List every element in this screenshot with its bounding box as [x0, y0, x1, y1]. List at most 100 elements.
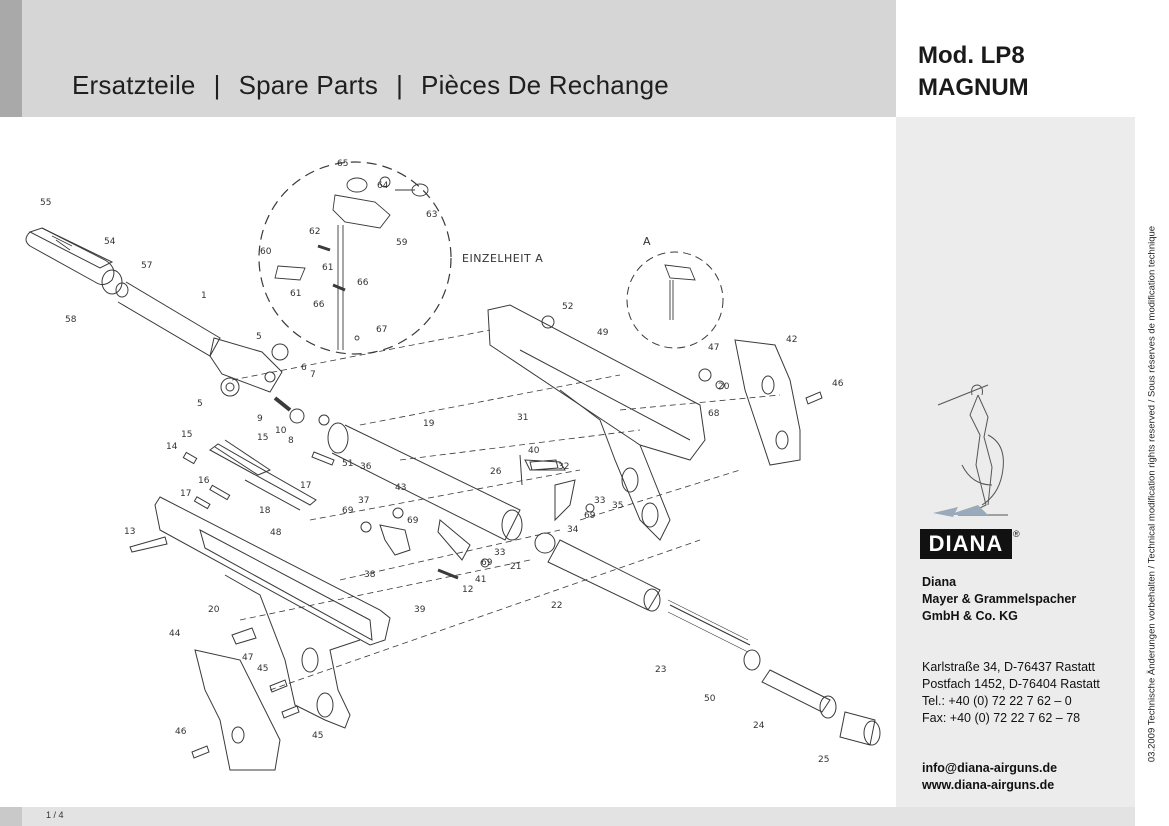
part-label: 37: [358, 496, 369, 506]
trigger-parts: [379, 454, 576, 580]
part-label: 20: [718, 382, 730, 392]
part-label: 69: [481, 558, 493, 568]
part-label: 8: [288, 436, 294, 446]
part-label: 65: [337, 159, 348, 169]
page-title: Ersatzteile|Spare Parts|Pièces De Rechan…: [72, 70, 669, 101]
part-label: 18: [259, 506, 271, 516]
header-accent: [0, 0, 22, 117]
part-label: 14: [166, 442, 178, 452]
part-label: 59: [396, 238, 408, 248]
page-number: 1 / 4: [46, 810, 64, 820]
detail-marker: A: [643, 235, 651, 248]
part-label: 46: [175, 727, 187, 737]
part-label: 36: [360, 462, 372, 472]
contact-email[interactable]: info@diana-airguns.de: [922, 761, 1058, 775]
title-french: Pièces De Rechange: [421, 70, 669, 100]
part-label: 25: [818, 755, 829, 765]
company-block: Diana Mayer & Grammelspacher GmbH & Co. …: [922, 574, 1076, 625]
part-label: 6: [301, 363, 307, 373]
technical-note: 03.2009 Technische Änderungen vorbehalte…: [1146, 225, 1158, 763]
diana-logo: DIANA ®: [920, 529, 1020, 559]
part-label: 69: [342, 506, 354, 516]
part-label: 61: [322, 263, 333, 273]
address-block: Karlstraße 34, D-76437 Rastatt Postfach …: [922, 659, 1100, 727]
left-linkage: [182, 439, 317, 511]
small-parts: [191, 315, 823, 759]
logo-registered: ®: [1013, 529, 1020, 539]
part-label: 58: [65, 315, 77, 325]
part-label: 42: [786, 335, 797, 345]
part-label: 63: [426, 210, 437, 220]
title-separator: |: [396, 70, 404, 100]
part-label: 10: [275, 426, 287, 436]
part-label: 52: [562, 302, 573, 312]
main-tube: [327, 422, 556, 554]
part-label: 62: [309, 227, 320, 237]
company-legal-name: Mayer & Grammelspacher: [922, 592, 1077, 606]
part-label: 13: [124, 527, 135, 537]
left-frame: [129, 496, 391, 771]
part-label: 40: [528, 446, 540, 456]
address-postbox: Postfach 1452, D-76404 Rastatt: [922, 677, 1100, 691]
title-english: Spare Parts: [238, 70, 379, 100]
part-label: 33: [494, 548, 505, 558]
part-label: 45: [257, 664, 268, 674]
header-band: [0, 0, 896, 117]
title-german: Ersatzteile: [72, 70, 196, 100]
part-label: 32: [558, 462, 569, 472]
part-labels: 55 54 57 58 1 5 5 6 7 9 10 8 15 14 15 16…: [40, 159, 844, 765]
part-label: 17: [180, 489, 191, 499]
part-label: 57: [141, 261, 152, 271]
part-label: 38: [364, 570, 376, 580]
part-label: 7: [310, 370, 316, 380]
piston-spring: [547, 539, 881, 746]
part-label: 15: [181, 430, 192, 440]
part-label: 45: [312, 731, 323, 741]
part-label: 21: [510, 562, 521, 572]
footer-band: [22, 807, 1135, 826]
part-label: 35: [612, 501, 623, 511]
part-label: 15: [257, 433, 268, 443]
part-label: 66: [357, 278, 369, 288]
part-label: 9: [257, 414, 263, 424]
part-label: 44: [169, 629, 181, 639]
part-label: 50: [704, 694, 716, 704]
part-label: 20: [208, 605, 220, 615]
footer-accent: [0, 807, 22, 826]
contact-website[interactable]: www.diana-airguns.de: [922, 778, 1055, 792]
contact-block: info@diana-airguns.de www.diana-airguns.…: [922, 760, 1057, 794]
part-label: 69: [407, 516, 419, 526]
right-frame: [487, 304, 801, 541]
part-label: 47: [242, 653, 253, 663]
part-label: 55: [40, 198, 51, 208]
part-label: 17: [300, 481, 311, 491]
detail-a-parts: [274, 176, 696, 350]
part-label: 66: [313, 300, 325, 310]
part-label: 51: [342, 459, 353, 469]
company-name: Diana: [922, 575, 957, 589]
company-legal-form: GmbH & Co. KG: [922, 609, 1018, 623]
barrel-assembly: [25, 227, 289, 397]
part-label: 33: [594, 496, 605, 506]
part-label: 60: [260, 247, 272, 257]
part-label: 22: [551, 601, 562, 611]
part-label: 67: [376, 325, 387, 335]
statue-logo-icon: [933, 384, 1008, 517]
detail-caption: EINZELHEIT A: [462, 252, 543, 265]
address-street: Karlstraße 34, D-76437 Rastatt: [922, 660, 1095, 674]
part-label: 41: [475, 575, 486, 585]
part-label: 39: [414, 605, 426, 615]
model-line-2: MAGNUM: [918, 74, 1029, 101]
part-label: 64: [377, 181, 389, 191]
side-panel-top: [896, 0, 1135, 117]
part-label: 16: [198, 476, 210, 486]
part-label: 23: [655, 665, 666, 675]
model-line-1: Mod. LP8: [918, 42, 1025, 69]
part-label: 48: [270, 528, 282, 538]
address-phone: Tel.: +40 (0) 72 22 7 62 – 0: [922, 694, 1072, 708]
exploded-parts-diagram: 55 54 57 58 1 5 5 6 7 9 10 8 15 14 15 16…: [25, 159, 881, 771]
part-label: 1: [201, 291, 207, 301]
part-label: 68: [708, 409, 720, 419]
part-label: 26: [490, 467, 502, 477]
part-label: 12: [462, 585, 473, 595]
